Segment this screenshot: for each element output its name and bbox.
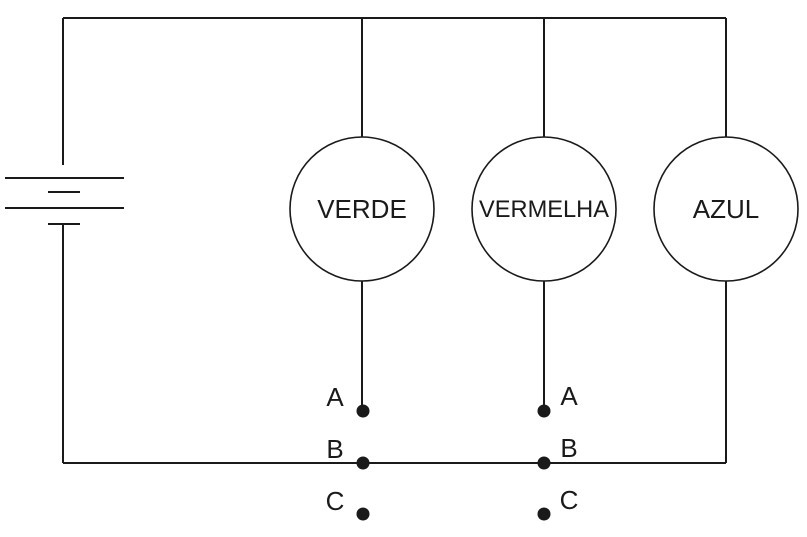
lamp-red-label: VERMELHA [479,196,609,223]
lamp-blue-circle [653,136,799,282]
lamp-green-circle [289,136,435,282]
switch-left-terminal-b [356,456,370,470]
switch-right-terminal-c [537,507,551,521]
switch-right: A B C [537,381,579,521]
lamp-blue-label: AZUL [693,194,759,224]
switch-left-label-c: C [326,486,345,516]
switch-right-label-c: C [560,485,579,515]
switch-left: A B C [326,382,370,521]
switch-left-label-a: A [326,382,344,412]
lamp-green: VERDE [289,136,435,282]
battery [5,177,124,225]
switch-right-label-a: A [560,381,578,411]
switch-right-label-b: B [560,433,577,463]
switch-right-terminal-b [537,456,551,470]
switch-right-terminal-a [537,404,551,418]
lamp-red-circle [471,136,617,282]
switch-left-label-b: B [326,434,343,464]
switch-left-terminal-a [356,404,370,418]
lamp-blue: AZUL [653,136,799,282]
lamp-green-label: VERDE [317,194,407,224]
switch-left-terminal-c [356,507,370,521]
lamp-red: VERMELHA [471,136,617,282]
